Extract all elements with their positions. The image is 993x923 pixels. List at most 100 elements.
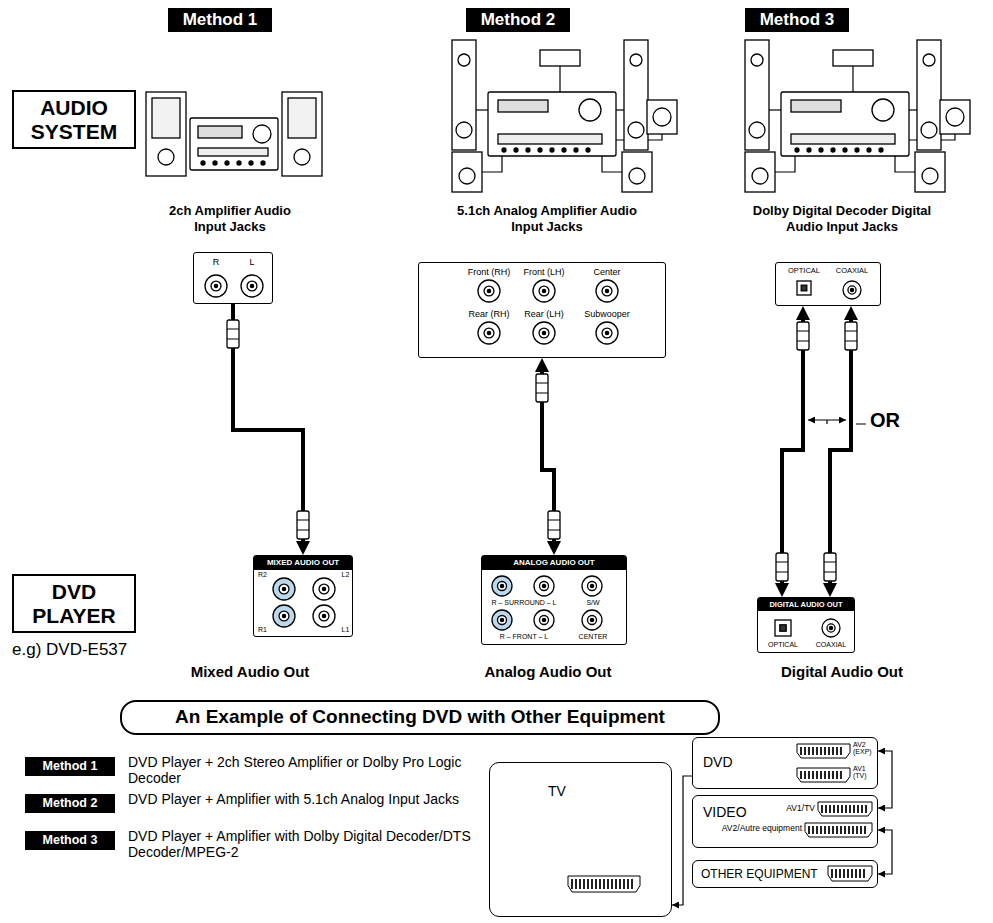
rca-jack-pin [214, 284, 217, 287]
scart-socket [828, 866, 872, 881]
scart-pin [847, 869, 849, 878]
rca-jack-pin [282, 587, 285, 590]
scart-pin [607, 879, 609, 889]
speaker-cone [630, 54, 642, 66]
scart-label: AV1 (TV) [853, 765, 875, 780]
speaker-cone [459, 168, 475, 184]
scart-pin [839, 869, 841, 878]
scart-pin [808, 826, 810, 834]
scart-pin [804, 747, 806, 755]
scart-pin [836, 771, 838, 779]
tall-speaker [452, 40, 476, 150]
output-jack-panel: MIXED AUDIO OUTR2L2R1L1 [253, 555, 353, 637]
output-jack-panel: ANALOG AUDIO OUTR – SURROUND – LS/WR – F… [481, 555, 627, 645]
speaker-grille [152, 98, 180, 138]
scart-pin [863, 869, 865, 878]
rca-jack [478, 280, 500, 302]
rca-jack [492, 576, 512, 596]
scart-pin [848, 826, 850, 834]
section-text: AUDIO SYSTEM [18, 96, 130, 143]
scart-pin [861, 805, 863, 813]
amplifier-body [190, 118, 278, 170]
scart-pin [631, 879, 633, 889]
jack-label: Front (RH) [459, 267, 519, 278]
receiver-button [807, 148, 811, 152]
method-badge: Method 2 [466, 8, 570, 32]
rear-speaker [622, 152, 652, 192]
scart-pin [841, 805, 843, 813]
speaker-wire [482, 156, 502, 172]
speaker-wire [909, 109, 917, 110]
banner-text: An Example of Connecting DVD with Other … [132, 706, 708, 729]
jack-label: Rear (LH) [514, 309, 574, 320]
rca-jack-core [602, 328, 612, 338]
plug-ring [845, 341, 857, 342]
optical-jack [797, 281, 811, 295]
scart-label: AV1/TV [760, 803, 815, 813]
output-caption: Analog Audio Out [458, 663, 638, 681]
scart-pin [816, 771, 818, 779]
scart-pin [825, 805, 827, 813]
amplifier-button [237, 161, 241, 165]
scart-pin [855, 869, 857, 878]
amplifier-buttons [198, 148, 268, 156]
badge-text: Method 1 [172, 10, 268, 30]
scart-pin [812, 771, 814, 779]
cable-plug [536, 374, 548, 402]
rca-jack-core [498, 616, 507, 625]
speaker-grille [288, 98, 316, 138]
rca-jack-pin [542, 584, 545, 587]
jack-label: R [206, 257, 226, 268]
scart-pin [808, 771, 810, 779]
rca-jack [534, 576, 554, 596]
jack-panel-caption: 2ch Amplifier Audio Input Jacks [160, 203, 300, 234]
panel-header: ANALOG AUDIO OUT [482, 556, 626, 570]
audio-cable [830, 312, 851, 591]
model-example: e.g) DVD-E537 [12, 640, 172, 660]
scart-pin [852, 826, 854, 834]
device-box: VIDEO [692, 795, 878, 848]
speaker-cone [458, 54, 470, 66]
speaker-wire [895, 156, 915, 172]
receiver-body [781, 92, 909, 156]
scart-pin [857, 805, 859, 813]
rca-jack [313, 578, 335, 600]
receiver-button [538, 148, 542, 152]
receiver-button [867, 148, 871, 152]
cable-plug [845, 322, 857, 350]
receiver-display [791, 100, 841, 112]
rca-jack [273, 578, 295, 600]
scart-pin [571, 879, 573, 889]
rca-jack-pin [487, 331, 490, 334]
stereo-system-illustration [146, 92, 322, 176]
scart-pin [603, 879, 605, 889]
amplifier-button [261, 161, 265, 165]
jack-label: Rear (RH) [459, 309, 519, 320]
speaker-cone [294, 149, 310, 165]
scart-pin [812, 826, 814, 834]
receiver-button [843, 148, 847, 152]
scart-pin [836, 826, 838, 834]
or-leader [827, 420, 866, 424]
amplifier-button [249, 161, 253, 165]
scart-pin [804, 771, 806, 779]
center-speaker [833, 50, 873, 66]
optical-jack-port [801, 285, 807, 291]
scart-pin [824, 826, 826, 834]
scart-pin [575, 879, 577, 889]
plug-ring [536, 383, 548, 384]
speaker-cone [749, 122, 765, 138]
rear-speaker [915, 152, 945, 192]
rear-speaker [452, 152, 482, 192]
subwoofer [940, 100, 970, 134]
scart-pin [611, 879, 613, 889]
center-speaker [540, 50, 580, 66]
jack-label: R – SURROUND – L [484, 599, 564, 607]
output-caption: Mixed Audio Out [160, 663, 340, 681]
rca-jack [596, 322, 618, 344]
speaker-wire [476, 109, 488, 110]
input-jack-panel: Front (RH)Front (LH)CenterRear (RH)Rear … [418, 262, 666, 358]
receiver-button [550, 148, 554, 152]
rca-jack-core [539, 328, 549, 338]
